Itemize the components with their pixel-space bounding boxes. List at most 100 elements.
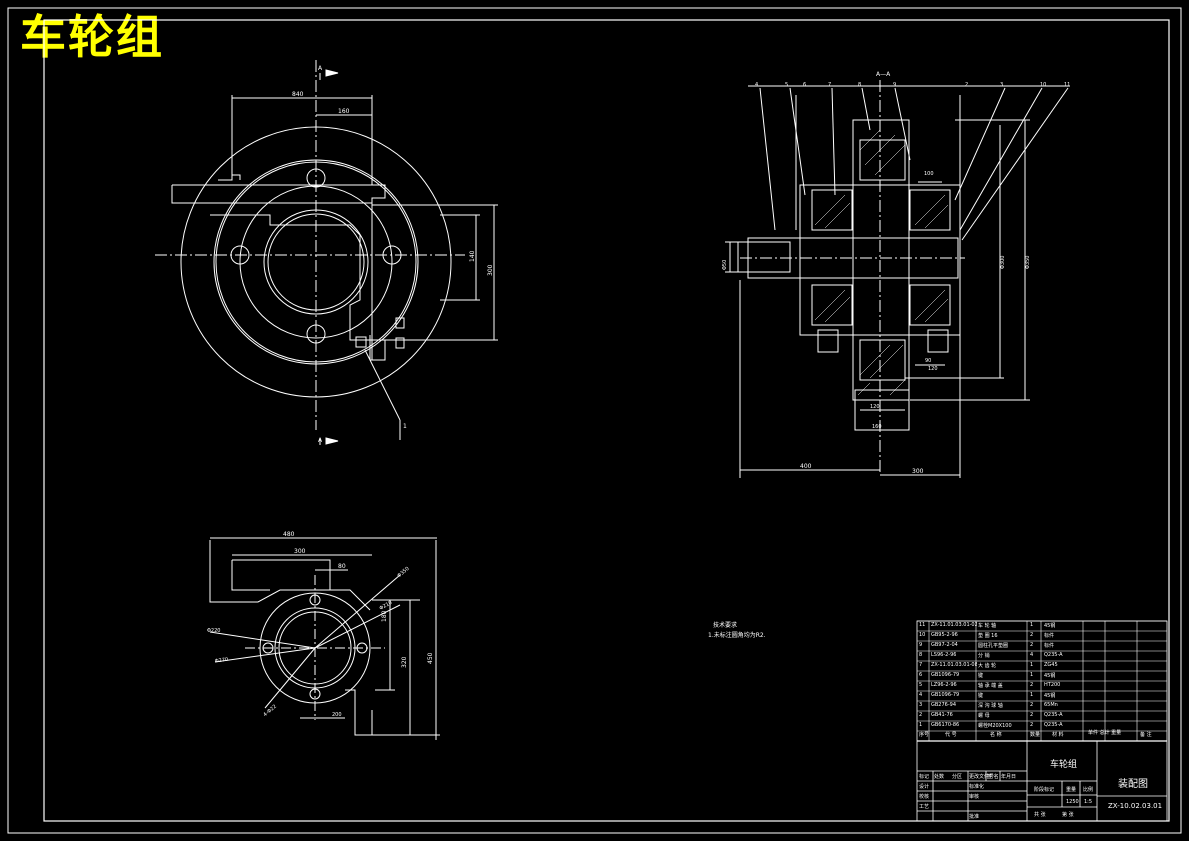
tech-line1: 1.未标注圆角均为R2.	[708, 632, 766, 639]
bom-cell-code: GB41-76	[931, 712, 953, 718]
tb-sheets: 共 张	[1034, 812, 1046, 818]
section-hatch	[814, 129, 949, 396]
front-dim-outer-w: 840	[292, 91, 304, 98]
tb-label: 更改文件号	[969, 774, 995, 780]
balloon-3: 3	[1000, 82, 1003, 88]
bom-cell-code: GB95-2-96	[931, 632, 958, 638]
bom-cell-no: 5	[919, 682, 923, 688]
section-dim-d2: Φ350	[1025, 256, 1031, 269]
bottom-dim-w-small: 80	[338, 563, 346, 570]
bom-header-weight: 单件 总计 重量	[1088, 730, 1122, 736]
bom-cell-qty: 2	[1030, 702, 1034, 708]
bom-cell-code: ZX-11.01.03.01-02	[931, 622, 977, 628]
bom-cell-material: 标件	[1044, 643, 1055, 649]
tb-name: 车轮组	[1050, 760, 1078, 770]
bom-cell-qty: 1	[1030, 692, 1034, 698]
balloon-10: 10	[1040, 82, 1046, 88]
bom-cell-code: GB97-2-04	[931, 642, 958, 648]
bom-cell-qty: 2	[1030, 632, 1034, 638]
bom-header-qty: 数量	[1030, 732, 1041, 738]
bom-cell-qty: 2	[1030, 642, 1034, 648]
bottom-dim-r2: Φ210	[379, 600, 394, 612]
bom-cell-no: 9	[919, 642, 923, 648]
bom-header-no: 序号	[919, 732, 930, 738]
bom-cell-name: 垫 圈 16	[978, 633, 998, 639]
bom-cell-material: Q235-A	[1044, 722, 1063, 728]
balloon-4: 4	[755, 82, 758, 88]
bom-cell-name: 车 轮 轴	[978, 623, 997, 629]
tb-drawing-type: 装配图	[1118, 779, 1148, 790]
bottom-dim-bottom: 200	[332, 712, 342, 718]
bom-cell-material: Q235-A	[1044, 652, 1063, 658]
balloon-7: 7	[828, 82, 831, 88]
tb-label: 签 名	[987, 774, 999, 780]
section-dim-d7: 90	[925, 358, 931, 364]
bottom-dim-w-top: 480	[283, 531, 295, 538]
bom-cell-name: 分 销	[978, 653, 990, 659]
bom-cell-code: LS96-2-96	[931, 652, 957, 658]
tb-label: 年月日	[1001, 774, 1017, 780]
balloon-5: 5	[785, 82, 788, 88]
bom-cell-name: 深 沟 球 轴	[978, 703, 1003, 709]
bom-cell-name: 螺栓M20X100	[978, 723, 1012, 729]
tb-label: 标记	[919, 774, 930, 780]
section-dim-d4: 120	[870, 404, 880, 410]
tech-heading: 技术要求	[713, 622, 738, 629]
front-view	[155, 60, 498, 445]
bom-cell-code: GB1096-79	[931, 692, 960, 698]
bottom-view	[209, 537, 440, 740]
balloon-6: 6	[803, 82, 806, 88]
tb-drawing-no: ZX-10.02.03.01	[1108, 802, 1163, 810]
tb-weight: 重量	[1066, 787, 1077, 793]
bottom-dim-h-right2: 320	[401, 656, 408, 668]
bom-cell-name: 键	[978, 673, 984, 679]
bom-cell-qty: 2	[1030, 682, 1034, 688]
section-label: A—A	[876, 71, 891, 78]
balloon-8: 8	[858, 82, 861, 88]
bom-cell-no: 10	[919, 632, 926, 638]
bom-cell-no: 2	[919, 712, 923, 718]
bom-cell-qty: 2	[1030, 712, 1034, 718]
front-dim-inner-w: 160	[338, 108, 350, 115]
bom-cell-no: 1	[919, 722, 923, 728]
bom-cell-material: 标件	[1044, 633, 1055, 639]
bom-cell-name: 圆柱孔平垫圈	[978, 643, 1009, 649]
bom-header-mat: 材 料	[1052, 732, 1064, 738]
bom-cell-name: 键	[978, 693, 984, 699]
bom-cell-material: 45钢	[1044, 693, 1056, 699]
bom-cell-code: GB276-94	[931, 702, 957, 708]
bom-cell-code: LZ96-2-96	[931, 682, 957, 688]
bom-cell-material: 45钢	[1044, 673, 1056, 679]
balloon-9: 9	[893, 82, 896, 88]
tb-sheet: 第 张	[1062, 812, 1074, 818]
section-view	[725, 80, 1070, 478]
bom-cell-qty: 4	[1030, 652, 1034, 658]
bottom-dim-w-mid: 300	[294, 548, 306, 555]
bom-cell-code: ZX-11.01.03.01-08	[931, 662, 977, 668]
bom-cell-name: 螺 母	[978, 713, 990, 719]
bom-cell-material: Q235-A	[1044, 712, 1063, 718]
bom-header-code: 代 号	[945, 732, 957, 738]
bom-cell-no: 3	[919, 702, 923, 708]
tb-label: 处数	[934, 774, 945, 780]
front-leader-tag: 1	[403, 423, 407, 430]
bom-cell-code: GB6170-86	[931, 722, 960, 728]
outer-frame	[7, 7, 1182, 834]
bom-cell-material: 65Mn	[1044, 702, 1058, 708]
balloon-2: 2	[965, 82, 968, 88]
section-mark-a-bottom: A	[318, 437, 323, 444]
tb-label: 工艺	[919, 804, 930, 810]
bom-cell-qty: 2	[1030, 722, 1034, 728]
bom-cell-no: 11	[919, 622, 926, 628]
front-dim-h1: 140	[469, 250, 476, 262]
bottom-dim-left2: Φ270	[214, 657, 228, 665]
bom-cell-material: 45钢	[1044, 623, 1056, 629]
bottom-dim-h-small: 180	[381, 610, 388, 622]
section-dim-shaft: Φ50	[722, 260, 728, 270]
bom-header-name: 名 称	[990, 732, 1002, 738]
bom-cell-qty: 1	[1030, 672, 1034, 678]
tb-scale: 比例	[1083, 787, 1094, 793]
